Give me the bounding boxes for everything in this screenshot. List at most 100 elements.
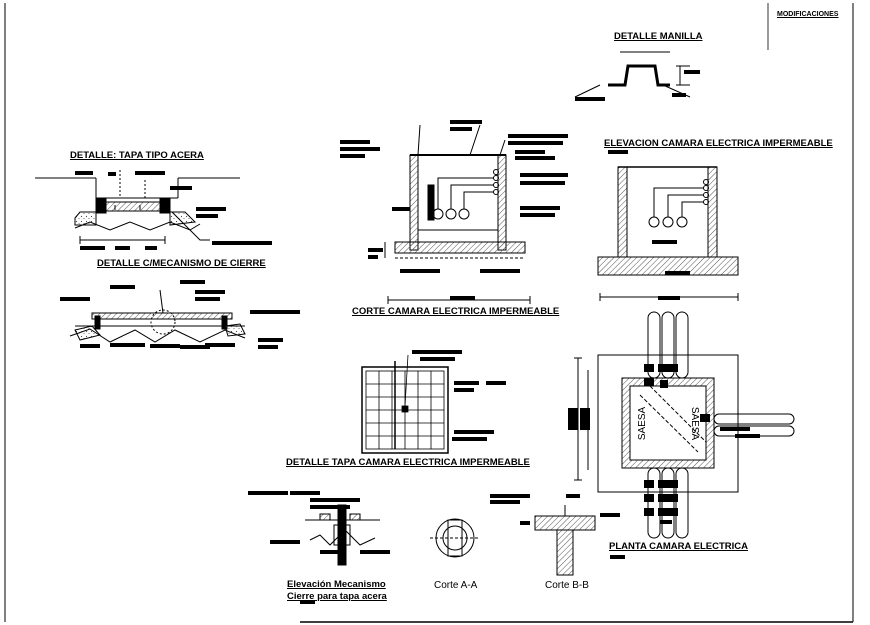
redacted-annotation-block <box>412 350 462 354</box>
title-elev-mecanismo-2: Cierre para tapa acera <box>287 591 387 602</box>
redacted-annotation-block <box>454 430 494 434</box>
redacted-annotation-block <box>580 408 590 430</box>
title-mecanismo: DETALLE C/MECANISMO DE CIERRE <box>97 258 266 269</box>
redacted-annotation-block <box>658 494 668 502</box>
redacted-annotation-block <box>610 555 625 559</box>
redacted-annotation-block <box>658 296 680 300</box>
title-detalle-tapa: DETALLE TAPA CAMARA ELECTRICA IMPERMEABL… <box>286 457 530 468</box>
redacted-annotation-block <box>368 255 378 259</box>
redacted-annotation-block <box>258 338 283 342</box>
redacted-annotation-block <box>508 134 568 138</box>
redacted-annotation-block <box>248 491 288 495</box>
redacted-annotation-block <box>668 480 678 488</box>
elevacion-mecanismo <box>305 504 380 566</box>
redacted-annotation-block <box>566 494 580 498</box>
redacted-annotation-block <box>75 171 93 175</box>
redacted-annotation-block <box>110 343 145 347</box>
redacted-annotation-block <box>568 408 578 430</box>
redacted-annotation-block <box>195 290 225 294</box>
redacted-annotation-block <box>450 127 472 131</box>
redacted-annotation-block <box>520 181 565 185</box>
redacted-annotation-block <box>310 498 360 502</box>
redacted-annotation-block <box>520 521 530 525</box>
redacted-annotation-block <box>180 280 205 284</box>
redacted-annotation-block <box>644 480 654 488</box>
redacted-annotation-block <box>520 213 555 217</box>
title-planta: PLANTA CAMARA ELECTRICA <box>609 541 748 552</box>
mecanismo-detail <box>69 289 246 343</box>
redacted-annotation-block <box>150 344 180 348</box>
elevacion-camara <box>597 166 739 301</box>
redacted-annotation-block <box>110 285 135 289</box>
redacted-annotation-block <box>450 120 482 124</box>
redacted-annotation-block <box>575 97 605 101</box>
redacted-annotation-block <box>508 141 563 145</box>
redacted-annotation-block <box>454 388 474 392</box>
redacted-annotation-block <box>392 207 410 211</box>
title-corte-bb: Corte B-B <box>545 580 589 591</box>
redacted-annotation-block <box>450 296 475 300</box>
redacted-annotation-block <box>400 269 440 273</box>
redacted-annotation-block <box>368 248 383 252</box>
redacted-annotation-block <box>660 380 668 388</box>
redacted-annotation-block <box>644 494 654 502</box>
redacted-annotation-block <box>520 206 560 210</box>
sheet-frame <box>4 3 854 623</box>
saesa-label-left: SAESA <box>637 406 649 441</box>
title-corte-aa: Corte A-A <box>434 580 478 591</box>
redacted-annotation-block <box>258 345 278 349</box>
redacted-annotation-block <box>608 150 628 154</box>
title-tapa-acera: DETALLE: TAPA TIPO ACERA <box>70 150 204 161</box>
redacted-annotation-block <box>600 513 620 517</box>
redacted-annotation-block <box>270 540 300 544</box>
manilla-detail <box>574 51 691 98</box>
redacted-annotation-block <box>644 364 654 372</box>
redacted-annotation-block <box>80 246 105 250</box>
redacted-annotation-block <box>668 364 678 372</box>
redacted-annotation-block <box>644 508 654 516</box>
redacted-annotation-block <box>196 207 226 211</box>
redacted-annotation-block <box>652 240 677 244</box>
redacted-annotation-block <box>452 437 487 441</box>
redacted-annotation-block <box>360 550 390 554</box>
redacted-annotation-block <box>80 344 100 348</box>
redacted-annotation-block <box>250 310 300 314</box>
redacted-annotation-block <box>196 214 218 218</box>
redacted-annotation-block <box>340 154 365 158</box>
redacted-annotation-block <box>665 271 690 275</box>
redacted-annotation-block <box>735 434 760 438</box>
redacted-annotation-block <box>658 508 668 516</box>
redacted-annotation-block <box>205 343 235 347</box>
redacted-annotation-block <box>672 93 686 97</box>
redacted-annotation-block <box>170 186 192 190</box>
redacted-annotation-block <box>684 70 700 74</box>
redacted-annotation-block <box>658 480 668 488</box>
title-elevacion-camara: ELEVACION CAMARA ELECTRICA IMPERMEABLE <box>604 138 833 149</box>
title-manilla: DETALLE MANILLA <box>614 31 703 42</box>
redacted-annotation-block <box>515 156 555 160</box>
redacted-annotation-block <box>490 500 520 504</box>
redacted-annotation-block <box>480 269 520 273</box>
redacted-annotation-block <box>420 357 455 361</box>
planta-camara <box>574 311 795 539</box>
redacted-annotation-block <box>300 600 315 604</box>
tapa-acera-detail <box>35 170 240 244</box>
redacted-annotation-block <box>668 508 678 516</box>
redacted-annotation-block <box>310 505 350 509</box>
redacted-annotation-block <box>720 427 750 431</box>
corte-aa <box>430 518 480 558</box>
redacted-annotation-block <box>145 246 157 250</box>
redacted-annotation-block <box>340 147 380 151</box>
redacted-annotation-block <box>290 491 320 495</box>
redacted-annotation-block <box>454 381 479 385</box>
modificaciones-label: MODIFICACIONES <box>777 11 839 18</box>
redacted-annotation-block <box>320 550 340 554</box>
corte-bb <box>534 505 596 576</box>
title-corte-camara: CORTE CAMARA ELECTRICA IMPERMEABLE <box>352 306 560 317</box>
redacted-annotation-block <box>668 494 678 502</box>
redacted-annotation-block <box>490 494 530 498</box>
corte-camara-section <box>384 124 531 304</box>
redacted-annotation-block <box>340 140 370 144</box>
redacted-annotation-block <box>660 520 672 524</box>
